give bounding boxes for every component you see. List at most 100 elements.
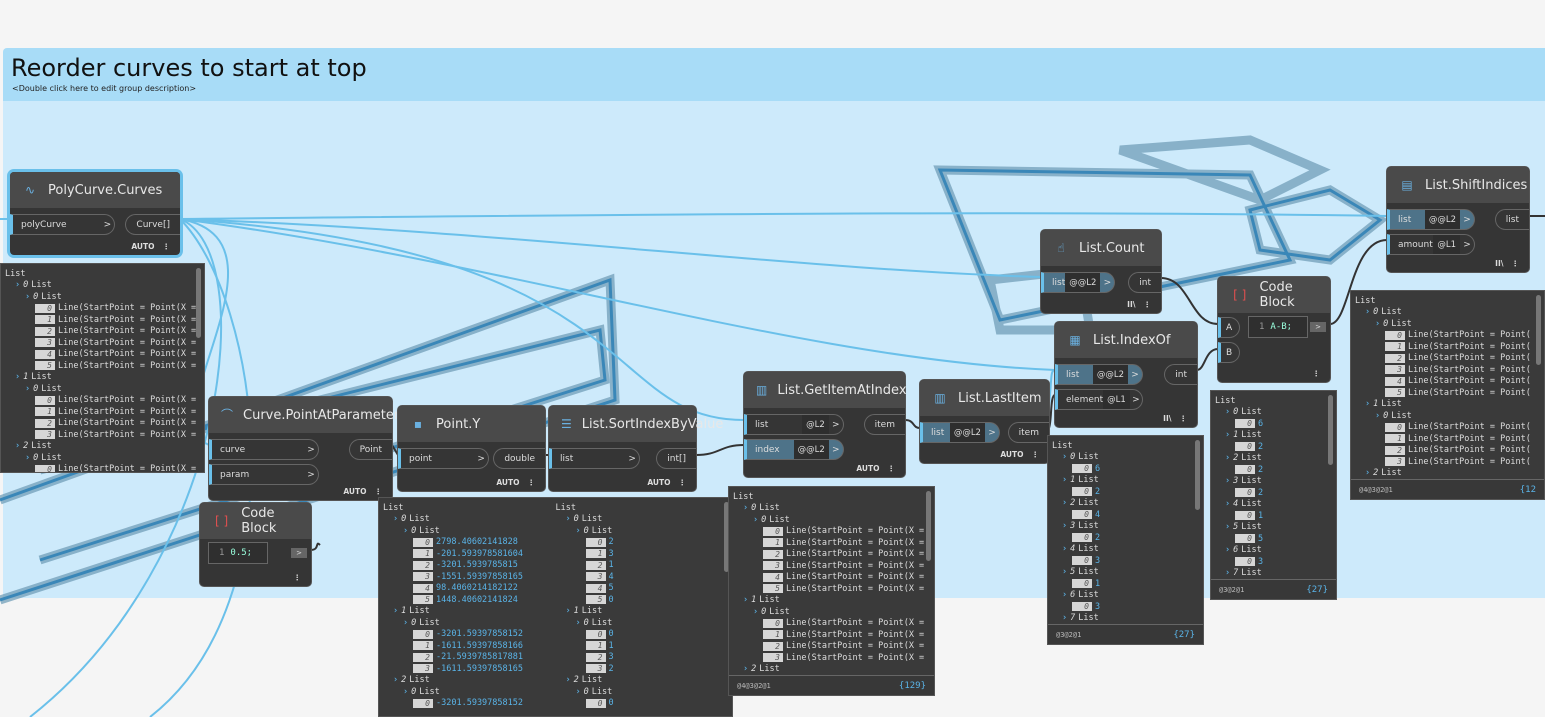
chevron-right-icon[interactable]: > xyxy=(307,444,315,455)
chevron-right-icon[interactable]: › xyxy=(15,441,21,452)
list-level-selector[interactable]: @@L2 xyxy=(1065,273,1101,292)
more-options-icon[interactable]: ⋮ xyxy=(1031,450,1040,459)
list-root[interactable]: List xyxy=(1355,295,1540,307)
chevron-right-icon[interactable]: › xyxy=(1225,430,1231,441)
lacing-label[interactable]: AUTO xyxy=(1000,450,1024,459)
wire[interactable] xyxy=(1329,239,1388,325)
list-row[interactable]: 0-3201.59397858152 xyxy=(383,629,556,641)
chevron-right-icon[interactable]: › xyxy=(753,514,759,525)
chevron-right-icon[interactable]: › xyxy=(565,606,571,617)
list-row[interactable]: 3-1611.59397858165 xyxy=(383,663,556,675)
input-port-list[interactable]: list@@L2> xyxy=(1387,209,1476,230)
scrollbar[interactable] xyxy=(1536,295,1541,365)
chevron-right-icon[interactable]: › xyxy=(575,525,581,536)
chevron-right-icon[interactable]: › xyxy=(15,280,21,291)
chevron-right-icon[interactable]: > xyxy=(1463,214,1471,225)
input-port-polyCurve[interactable]: polyCurve> xyxy=(10,214,116,235)
list-root[interactable]: List xyxy=(1215,395,1332,407)
chevron-right-icon[interactable]: > xyxy=(988,427,996,438)
lacing-label[interactable]: II\ xyxy=(1127,300,1136,309)
more-options-icon[interactable]: ⋮ xyxy=(162,242,171,251)
input-port-param[interactable]: param> xyxy=(209,464,319,485)
input-port-amount[interactable]: amount@L1> xyxy=(1387,234,1476,255)
lacing-label[interactable]: AUTO xyxy=(496,478,520,487)
output-port[interactable]: int[] xyxy=(656,448,696,469)
chevron-right-icon[interactable]: › xyxy=(393,514,399,525)
chevron-right-icon[interactable]: › xyxy=(393,606,399,617)
chevron-right-icon[interactable]: › xyxy=(1225,407,1231,418)
wire[interactable] xyxy=(695,444,745,456)
input-port-B[interactable]: B xyxy=(1218,342,1240,363)
node-header[interactable]: ▥List.LastItem xyxy=(920,380,1049,416)
group-header[interactable]: Reorder curves to start at top <Double c… xyxy=(3,48,1545,101)
node-header[interactable]: [ ]Code Block xyxy=(1218,277,1330,313)
wire[interactable] xyxy=(179,212,1388,220)
list-level-selector[interactable]: @@L2 xyxy=(1092,365,1129,384)
output-port[interactable]: int xyxy=(1128,272,1161,293)
wire[interactable] xyxy=(904,419,921,429)
chevron-right-icon[interactable]: › xyxy=(1365,468,1371,479)
chevron-right-icon[interactable]: > xyxy=(1103,277,1112,288)
wire[interactable] xyxy=(1048,369,1056,406)
chevron-right-icon[interactable]: › xyxy=(1062,521,1068,532)
chevron-right-icon[interactable]: > xyxy=(832,444,840,455)
chevron-right-icon[interactable]: › xyxy=(1062,613,1068,624)
node-header[interactable]: ☝List.Count xyxy=(1041,230,1161,266)
list-row[interactable]: 0-3201.59397858152 xyxy=(383,698,556,710)
chevron-right-icon[interactable]: › xyxy=(743,664,749,675)
list-row[interactable]: 2-21.5939785817881 xyxy=(383,652,556,664)
list-root[interactable]: List xyxy=(383,502,556,514)
output-port[interactable]: > xyxy=(1310,322,1326,332)
chevron-right-icon[interactable]: › xyxy=(565,675,571,686)
wire[interactable] xyxy=(1048,394,1056,429)
input-port-list[interactable]: list@@L2> xyxy=(920,422,1000,443)
output-port[interactable]: Curve[] xyxy=(125,214,180,235)
input-port-index[interactable]: index@@L2> xyxy=(744,439,844,460)
wire[interactable] xyxy=(310,542,321,551)
lacing-label[interactable]: II\ xyxy=(1163,414,1172,423)
chevron-right-icon[interactable]: › xyxy=(1225,453,1231,464)
list-row[interactable]: 1-1611.59397858166 xyxy=(383,640,556,652)
more-options-icon[interactable]: ⋮ xyxy=(1143,300,1152,309)
list-root[interactable]: List xyxy=(733,491,930,503)
output-port[interactable]: item xyxy=(863,414,905,435)
more-options-icon[interactable]: ⋮ xyxy=(527,478,536,487)
